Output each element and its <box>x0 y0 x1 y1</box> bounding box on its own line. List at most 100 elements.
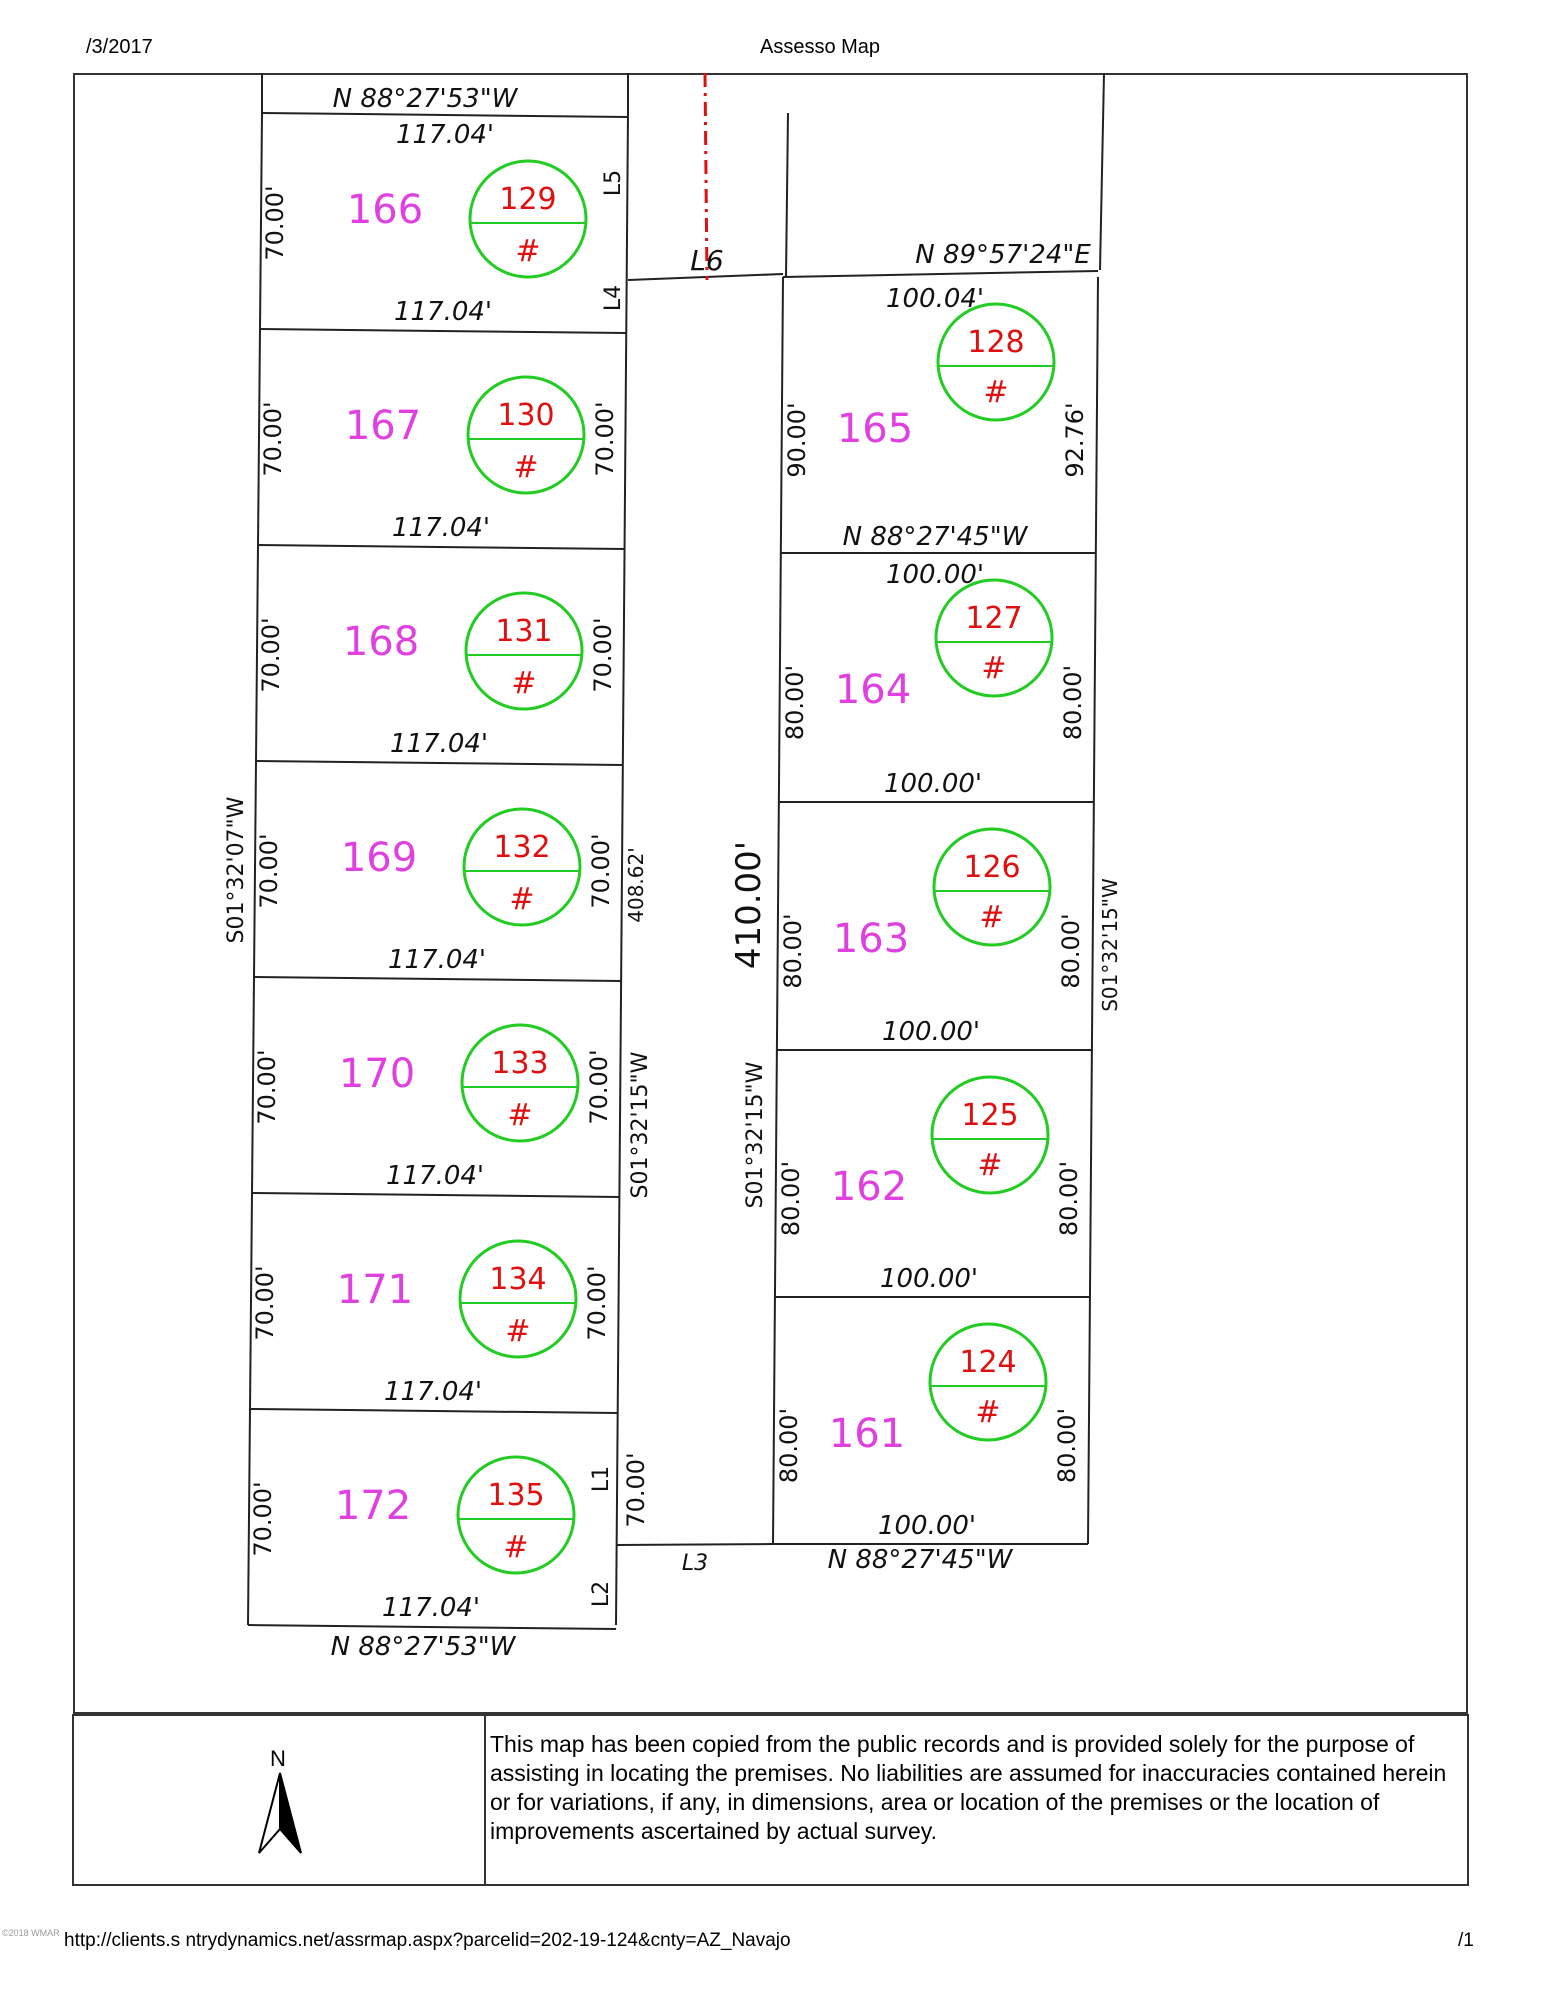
right-block-east-line <box>1087 276 1099 1545</box>
right-dim-169: 70.00' <box>587 833 615 908</box>
bottom-dim-169: 117.04' <box>388 945 486 975</box>
tag-circle-131[interactable] <box>464 591 584 711</box>
left-lot-line-2 <box>257 544 625 550</box>
tag-number-129: 129 <box>499 182 556 217</box>
left-dim-171: 70.00' <box>251 1265 279 1340</box>
lot-number-167: 167 <box>345 403 421 449</box>
bottom-dim-168: 117.04' <box>390 729 488 759</box>
top-dim-165: 100.04' <box>886 284 984 314</box>
left-dim-168: 70.00' <box>257 617 285 692</box>
right-dim-163: 80.00' <box>1057 913 1085 988</box>
bearing-bottom-left: N 88°27'53"W <box>331 1632 517 1662</box>
lot-number-162: 162 <box>831 1164 907 1210</box>
left-lot-line-3 <box>255 760 623 766</box>
tag-hash-128: # <box>983 375 1008 410</box>
left-lot-line-5 <box>251 1192 620 1198</box>
right-bottom-166: L4 <box>601 285 626 311</box>
left-lot-line-4 <box>253 976 622 982</box>
right-block-west-line <box>772 276 784 1545</box>
tag-circle-133[interactable] <box>460 1023 580 1143</box>
tag-number-128: 128 <box>967 325 1024 360</box>
tag-hash-124: # <box>975 1395 1000 1430</box>
bottom-dim-166: 117.04' <box>394 297 492 327</box>
top-dim-164: 100.00' <box>886 560 984 590</box>
tag-number-134: 134 <box>489 1262 546 1297</box>
tag-circle-127[interactable] <box>934 578 1054 698</box>
tag-circle-132[interactable] <box>462 807 582 927</box>
right-dim-168: 70.00' <box>589 617 617 692</box>
left-block-west-line <box>247 112 263 1626</box>
right-top-166: L5 <box>601 170 626 196</box>
left-dim-170: 70.00' <box>253 1049 281 1124</box>
north-arrow-icon <box>258 1772 302 1854</box>
bearing-mid-right: N 88°27'45"W <box>843 522 1029 552</box>
tag-number-130: 130 <box>497 398 554 433</box>
left-dim-166: 70.00' <box>261 185 289 260</box>
watermark: ©2018 WMAR <box>2 1928 60 1938</box>
bottom-dim-167: 117.04' <box>392 513 490 543</box>
tag-circle-124[interactable] <box>928 1322 1048 1442</box>
map-frame <box>73 73 1468 1714</box>
label-l3: L3 <box>682 1551 708 1576</box>
bottom-dim-170: 117.04' <box>386 1161 484 1191</box>
bearing-west-side: S01°32'07"W <box>224 796 249 943</box>
right-top-stub-west <box>785 112 789 278</box>
tag-hash-134: # <box>505 1314 530 1349</box>
strip-east-length: 410.00' <box>729 841 769 969</box>
tag-hash-126: # <box>979 900 1004 935</box>
left-dim-169: 70.00' <box>255 833 283 908</box>
tag-hash-131: # <box>511 666 536 701</box>
tag-circle-126[interactable] <box>932 827 1052 947</box>
left-lot-line-7 <box>247 1624 617 1630</box>
header-date: /3/2017 <box>86 36 153 58</box>
bottom-dim-164: 100.00' <box>884 769 982 799</box>
right-dim-170: 70.00' <box>585 1049 613 1124</box>
lot-number-166: 166 <box>347 187 423 233</box>
tag-hash-129: # <box>515 234 540 269</box>
lot-number-168: 168 <box>343 619 419 665</box>
tag-circle-129[interactable] <box>468 159 588 279</box>
tag-number-131: 131 <box>495 614 552 649</box>
north-arrow: N <box>255 1746 305 1856</box>
tag-hash-127: # <box>981 651 1006 686</box>
bearing-east-side: S01°32'15"W <box>1098 878 1122 1012</box>
lot-number-163: 163 <box>833 916 909 962</box>
footer-url[interactable]: http://clients.s ntrydynamics.net/assrma… <box>64 1930 791 1951</box>
lot-linework <box>247 72 1105 1630</box>
right-dim-165: 92.76' <box>1061 402 1089 477</box>
bottom-dim-172: 117.04' <box>382 1593 480 1623</box>
footer-page: /1 <box>1458 1930 1474 1951</box>
tag-hash-133: # <box>507 1098 532 1133</box>
tag-number-127: 127 <box>965 601 1022 636</box>
l3-line <box>615 1543 774 1546</box>
tag-circle-125[interactable] <box>930 1075 1050 1195</box>
bottom-dim-161: 100.00' <box>878 1511 976 1541</box>
tag-hash-135: # <box>503 1530 528 1565</box>
strip-west-length: 408.62' <box>624 847 648 922</box>
tag-number-126: 126 <box>963 850 1020 885</box>
tag-circle-130[interactable] <box>466 375 586 495</box>
left-lot-line-0 <box>261 112 629 118</box>
legend-box <box>72 1714 1469 1886</box>
left-dim-163: 80.00' <box>779 913 807 988</box>
bottom-dim-171: 117.04' <box>384 1377 482 1407</box>
right-top-172: L1 <box>589 1466 614 1492</box>
bearing-strip-east: S01°32'15"W <box>743 1061 768 1208</box>
bearing-top-left: N 88°27'53"W <box>333 84 519 114</box>
lot-number-165: 165 <box>837 406 913 452</box>
tag-circle-134[interactable] <box>458 1239 578 1359</box>
tag-number-125: 125 <box>961 1098 1018 1133</box>
left-dim-165: 90.00' <box>783 402 811 477</box>
right-dim-167: 70.00' <box>591 401 619 476</box>
left-dim-161: 80.00' <box>775 1408 803 1483</box>
tag-circle-128[interactable] <box>936 302 1056 422</box>
north-label: N <box>270 1746 286 1771</box>
tag-circle-135[interactable] <box>456 1455 576 1575</box>
bottom-dim-162: 100.00' <box>880 1264 978 1294</box>
lot-number-171: 171 <box>337 1267 413 1313</box>
right-top-stub-east <box>1099 72 1105 271</box>
lot-number-169: 169 <box>341 835 417 881</box>
top-dim-166: 117.04' <box>396 120 494 150</box>
